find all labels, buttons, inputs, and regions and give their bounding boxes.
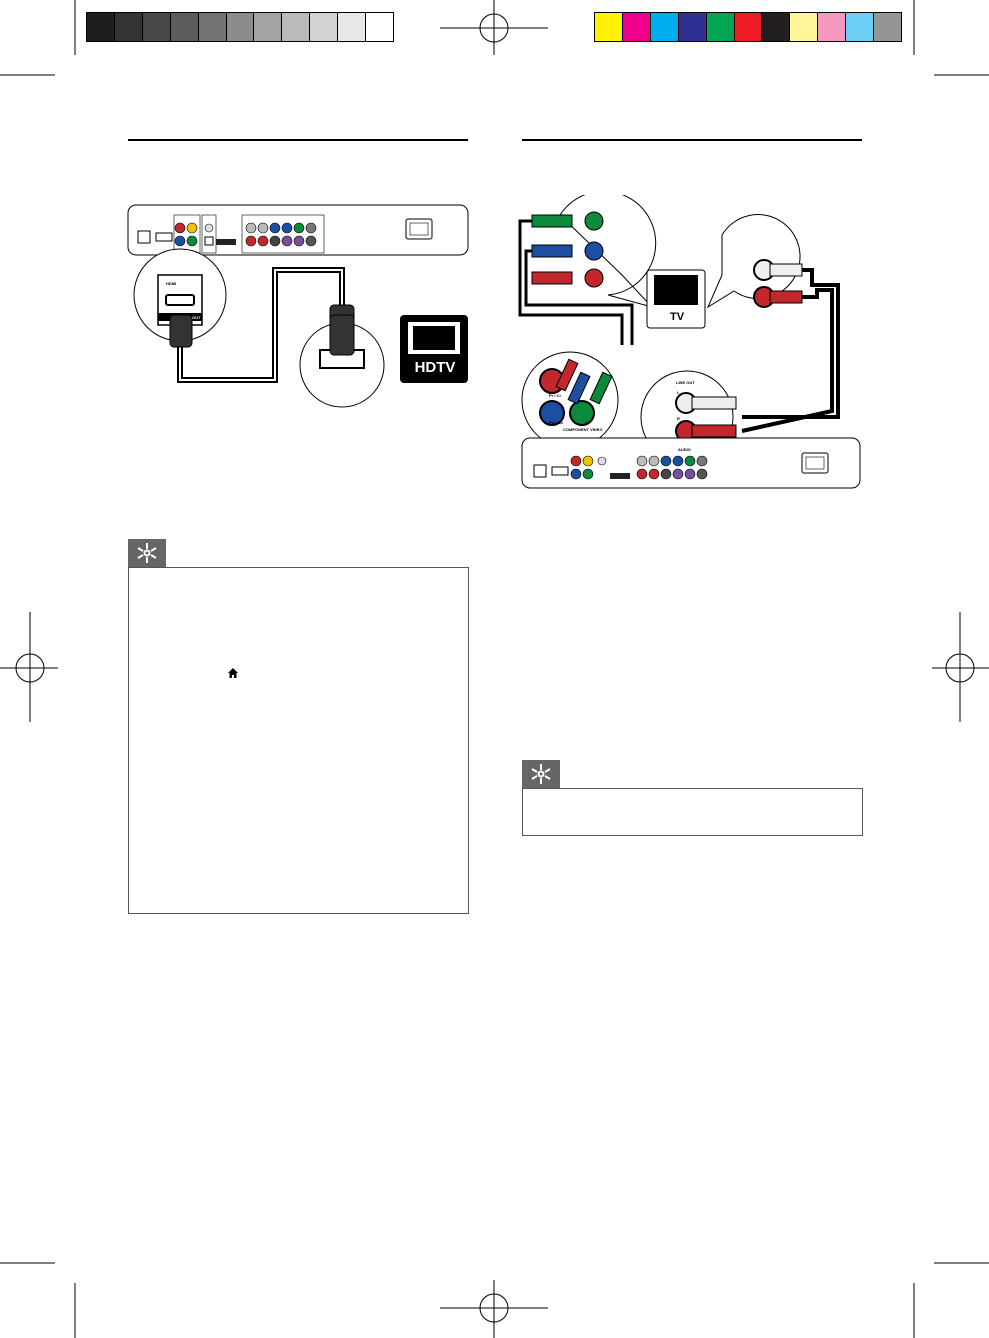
grayscale-swatch <box>282 13 311 41</box>
left-section-rule <box>128 139 468 141</box>
tv-component-inputs-zoom <box>559 195 657 308</box>
registration-target-right <box>932 612 989 722</box>
line-out-label: LINE OUT <box>676 380 695 385</box>
process-color-swatch <box>595 13 623 41</box>
process-color-swatch <box>762 13 791 41</box>
pr-label: Pr / Cr <box>549 393 562 398</box>
tip-asterisk-icon <box>531 764 551 784</box>
tip-asterisk-icon <box>137 543 157 563</box>
pb-label: Pb / Cb <box>549 420 563 425</box>
left-tip-tab <box>128 539 166 567</box>
hdmi-connection-diagram <box>127 204 469 408</box>
grayscale-swatch <box>226 13 255 41</box>
hdmi-port-sub-label: OUT <box>192 315 201 320</box>
component-video-label: COMPONENT VIDEO <box>563 427 603 432</box>
tv-label: TV <box>669 311 685 323</box>
registration-target-bottom <box>440 1280 548 1338</box>
grayscale-swatch <box>170 13 199 41</box>
l-label: L <box>677 390 680 395</box>
r-label: R <box>677 416 680 421</box>
process-color-swatch <box>734 13 763 41</box>
hdtv-label: HDTV <box>414 359 456 376</box>
grayscale-swatch <box>338 13 367 41</box>
grayscale-swatch <box>114 13 143 41</box>
hdmi-port-label: HDMI <box>166 281 177 286</box>
tv-audio-inputs-zoom <box>706 214 801 309</box>
grayscale-swatch <box>310 13 339 41</box>
right-section-rule <box>522 139 862 141</box>
process-color-swatch <box>706 13 735 41</box>
grayscale-color-bar <box>86 12 394 42</box>
grayscale-swatch <box>366 13 393 41</box>
left-tip-box <box>128 567 469 914</box>
process-color-swatch <box>622 13 651 41</box>
registration-target-left <box>0 612 58 722</box>
registration-target-top <box>440 0 548 55</box>
process-color-bar <box>594 12 902 42</box>
grayscale-swatch <box>254 13 283 41</box>
process-color-swatch <box>790 13 819 41</box>
process-color-swatch <box>874 13 901 41</box>
grayscale-swatch <box>198 13 227 41</box>
grayscale-swatch <box>87 13 115 41</box>
process-color-swatch <box>818 13 847 41</box>
component-connection-diagram <box>518 195 861 489</box>
grayscale-swatch <box>142 13 171 41</box>
process-color-swatch <box>678 13 707 41</box>
right-tip-tab <box>522 760 560 788</box>
y-label: Y <box>585 420 588 425</box>
process-color-swatch <box>846 13 875 41</box>
home-icon <box>228 668 238 678</box>
right-tip-box <box>522 788 863 836</box>
process-color-swatch <box>650 13 679 41</box>
audio-label: AUDIO <box>678 447 691 452</box>
